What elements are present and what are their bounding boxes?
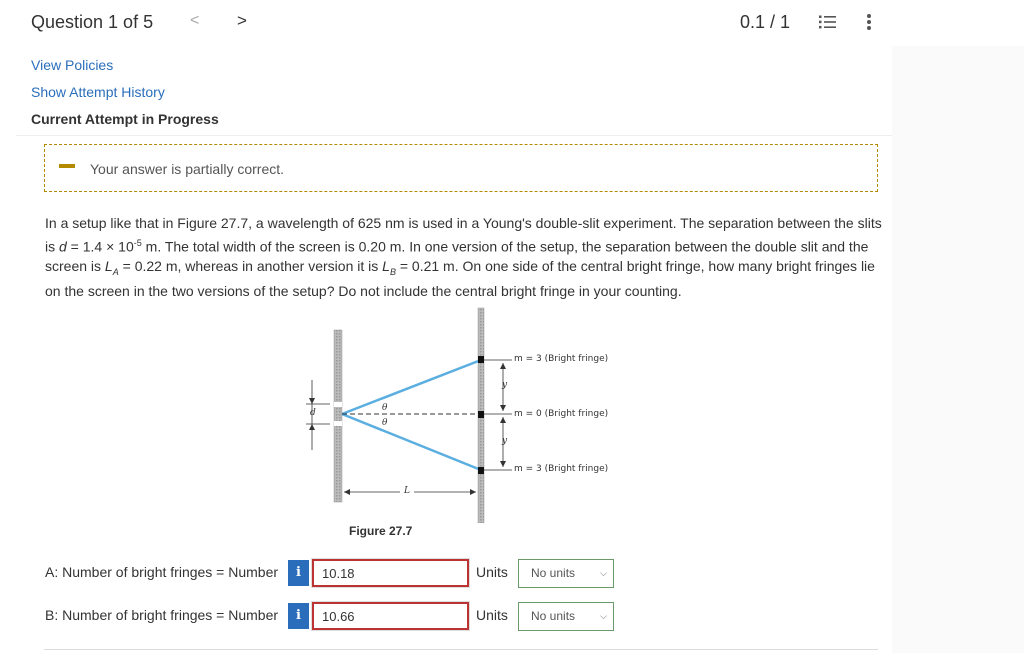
fringe-label-top: m = 3 (Bright fringe) [514, 354, 609, 364]
answer-a-label: A: Number of bright fringes = Number [45, 564, 279, 580]
lb-value: = 0.21 m. On one side of the central bri… [45, 257, 875, 299]
more-vertical-icon[interactable] [866, 13, 872, 31]
info-icon[interactable]: i [288, 560, 309, 586]
answer-a-units-label: Units [476, 564, 508, 580]
current-attempt-heading: Current Attempt in Progress [31, 111, 219, 127]
answer-a-units-select[interactable]: No units ⌵ [518, 559, 614, 588]
answer-b-input[interactable] [311, 601, 470, 631]
lb-sub: B [389, 266, 396, 277]
fringe-marker-bot [478, 467, 484, 474]
slit-upper [334, 402, 342, 407]
partial-dash-icon [59, 164, 75, 168]
question-text: In a setup like that in Figure 27.7, a w… [45, 214, 885, 301]
ray-upper [341, 358, 482, 416]
top-bar: Question 1 of 5 < > 0.1 / 1 [0, 0, 1024, 46]
answer-b-units-select[interactable]: No units ⌵ [518, 602, 614, 631]
theta-upper-label: θ [382, 403, 388, 413]
var-d: d [59, 238, 67, 255]
la-sub: A [112, 266, 119, 277]
theta-lower-label: θ [382, 418, 388, 428]
answer-row-a: A: Number of bright fringes = Number i U… [45, 558, 625, 588]
attempt-links-panel: View Policies Show Attempt History Curre… [16, 54, 892, 136]
fringe-marker-top [478, 356, 484, 363]
chevron-down-icon: ⌵ [600, 568, 607, 578]
feedback-message: Your answer is partially correct. [90, 161, 285, 177]
right-margin [892, 46, 1024, 653]
y-upper-label: y [502, 380, 508, 390]
next-question-button[interactable]: > [237, 11, 247, 30]
d-value: = 1.4 × 10 [66, 238, 134, 255]
answer-b-label: B: Number of bright fringes = Number [45, 607, 279, 623]
answer-b-units-label: Units [476, 607, 508, 623]
fringe-label-bot: m = 3 (Bright fringe) [514, 464, 609, 474]
ray-lower [341, 412, 482, 472]
score-display: 0.1 / 1 [740, 12, 791, 32]
y-lower-label: y [502, 436, 508, 446]
la-value: = 0.22 m, whereas in another version it … [118, 257, 383, 274]
question-title: Question 1 of 5 [31, 12, 154, 32]
fringe-marker-mid [478, 411, 484, 418]
answer-a-input[interactable] [311, 558, 470, 588]
fringe-label-mid: m = 0 (Bright fringe) [514, 409, 609, 419]
d-label: d [310, 408, 316, 418]
bottom-divider [44, 649, 878, 653]
d-unit-text: m. The total width of the screen is 0.20… [45, 238, 869, 274]
slit-barrier [333, 329, 343, 503]
show-attempt-history-link[interactable]: Show Attempt History [31, 84, 165, 100]
l-label: L [404, 486, 410, 496]
d-exponent: -5 [133, 237, 142, 248]
var-la: L [104, 257, 113, 274]
answer-a-units-value: No units [531, 566, 576, 580]
figure-27-7: d θ θ y y L m = 3 (Bright fringe) m = 0 … [300, 303, 630, 543]
info-icon[interactable]: i [288, 603, 309, 629]
list-numbered-icon[interactable] [818, 14, 836, 30]
slit-lower [334, 421, 342, 426]
answer-b-units-value: No units [531, 609, 576, 623]
answer-row-b: B: Number of bright fringes = Number i U… [45, 601, 625, 631]
figure-caption: Figure 27.7 [349, 524, 413, 538]
view-policies-link[interactable]: View Policies [31, 57, 114, 73]
feedback-box: Your answer is partially correct. [44, 144, 878, 192]
figure-diagram [306, 307, 512, 524]
question-intro: In a setup like that in Figure 27.7, a w… [45, 215, 882, 255]
previous-question-button[interactable]: < [190, 12, 200, 29]
chevron-down-icon: ⌵ [600, 611, 607, 621]
var-lb: L [382, 257, 390, 274]
